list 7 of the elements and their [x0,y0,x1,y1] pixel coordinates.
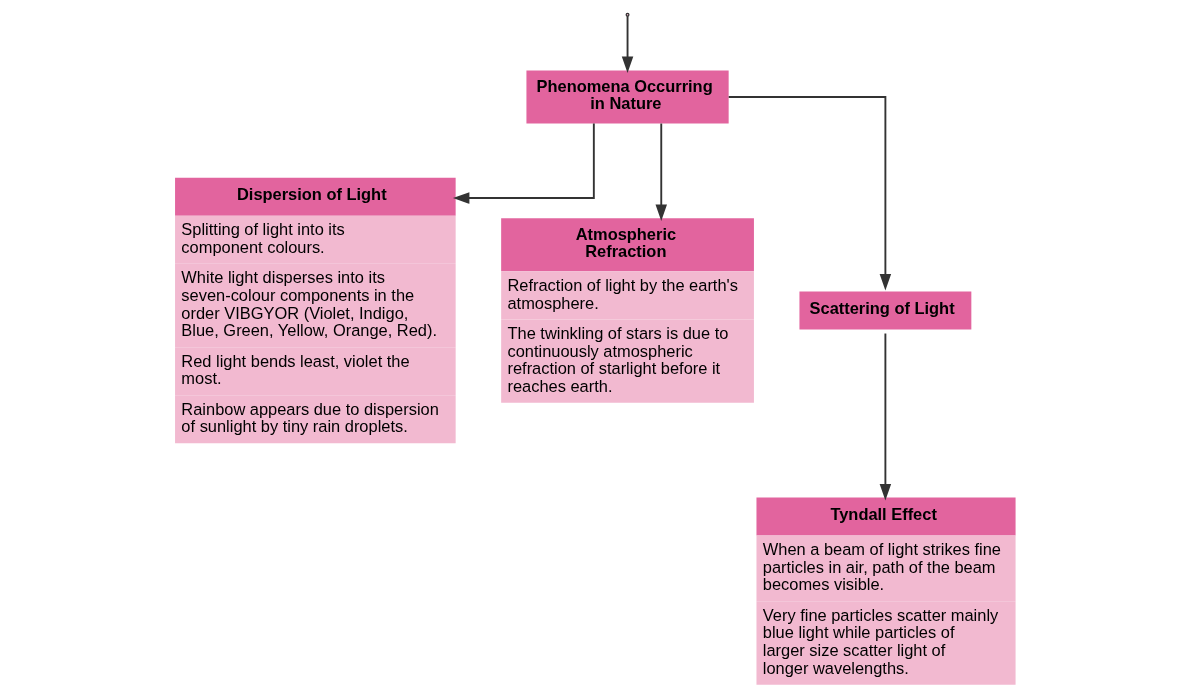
arrow [621,15,634,73]
node-box: Scattering of Light [799,291,972,330]
arrow [727,96,892,291]
node-box: Phenomena Occurring in Nature [526,70,729,124]
arrow [452,122,595,204]
arrow [655,122,667,221]
arrow [879,332,892,501]
